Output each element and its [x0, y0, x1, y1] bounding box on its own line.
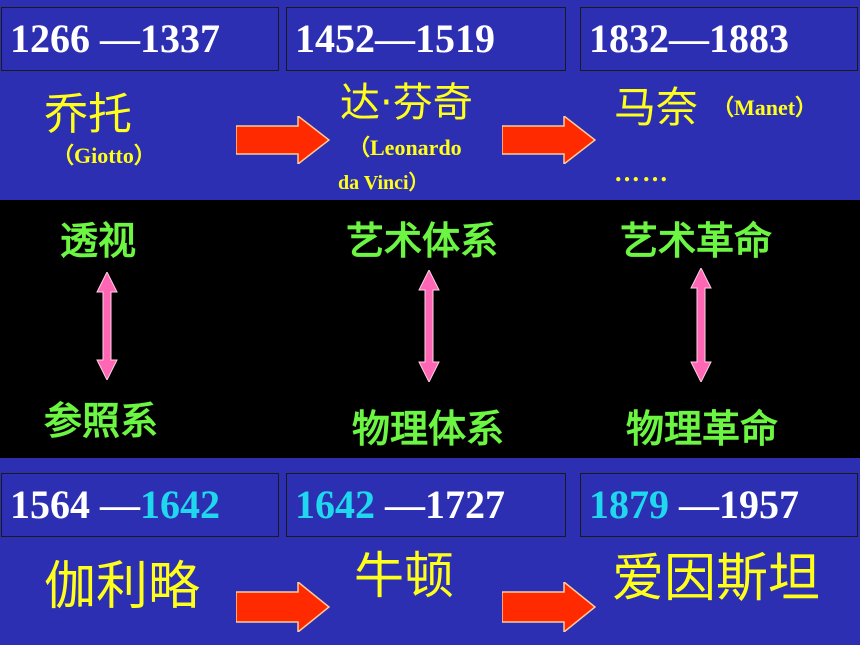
double-arrow-icon: [690, 268, 712, 382]
latin-manet: （Manet）: [712, 95, 818, 120]
latin-giotto: （Giotto）: [52, 143, 156, 168]
name-davinci: 达·芬奇: [340, 80, 473, 126]
date-davinci: 1452—1519: [286, 7, 566, 71]
date-galileo-end: 1642: [140, 482, 220, 527]
concept-perspective: 透视: [60, 219, 137, 263]
arrow-right-icon: [236, 582, 330, 632]
double-arrow-icon: [418, 270, 440, 382]
name-manet: 马奈: [614, 83, 699, 132]
date-einstein-start: 1879: [589, 482, 669, 527]
date-giotto: 1266 —1337: [1, 7, 279, 71]
date-newton-end: —1727: [375, 482, 505, 527]
date-newton-start: 1642: [295, 482, 375, 527]
date-galileo-start: 1564 —: [10, 482, 140, 527]
concept-reference-frame: 参照系: [44, 399, 159, 443]
date-galileo: 1564 —1642: [1, 473, 279, 537]
date-einstein-end: —1957: [669, 482, 799, 527]
concept-physics-system: 物理体系: [352, 407, 505, 451]
date-manet: 1832—1883: [580, 7, 858, 71]
ellipsis: ……: [614, 158, 670, 187]
concept-art-system: 艺术体系: [346, 219, 499, 263]
double-arrow-icon: [96, 272, 118, 380]
concept-art-revolution: 艺术革命: [620, 219, 773, 263]
date-newton: 1642 —1727: [286, 473, 566, 537]
date-einstein: 1879 —1957: [580, 473, 858, 537]
latin-davinci-2: da Vinci）: [338, 172, 429, 194]
name-galileo: 伽利略: [44, 557, 201, 617]
latin-davinci-1: （Leonardo: [348, 135, 462, 160]
concept-physics-revolution: 物理革命: [626, 407, 779, 451]
arrow-right-icon: [236, 116, 330, 164]
name-newton: 牛顿: [354, 547, 454, 605]
arrow-right-icon: [502, 116, 596, 164]
arrow-right-icon: [502, 582, 596, 632]
name-einstein: 爱因斯坦: [612, 549, 821, 609]
name-giotto: 乔托: [44, 89, 132, 140]
